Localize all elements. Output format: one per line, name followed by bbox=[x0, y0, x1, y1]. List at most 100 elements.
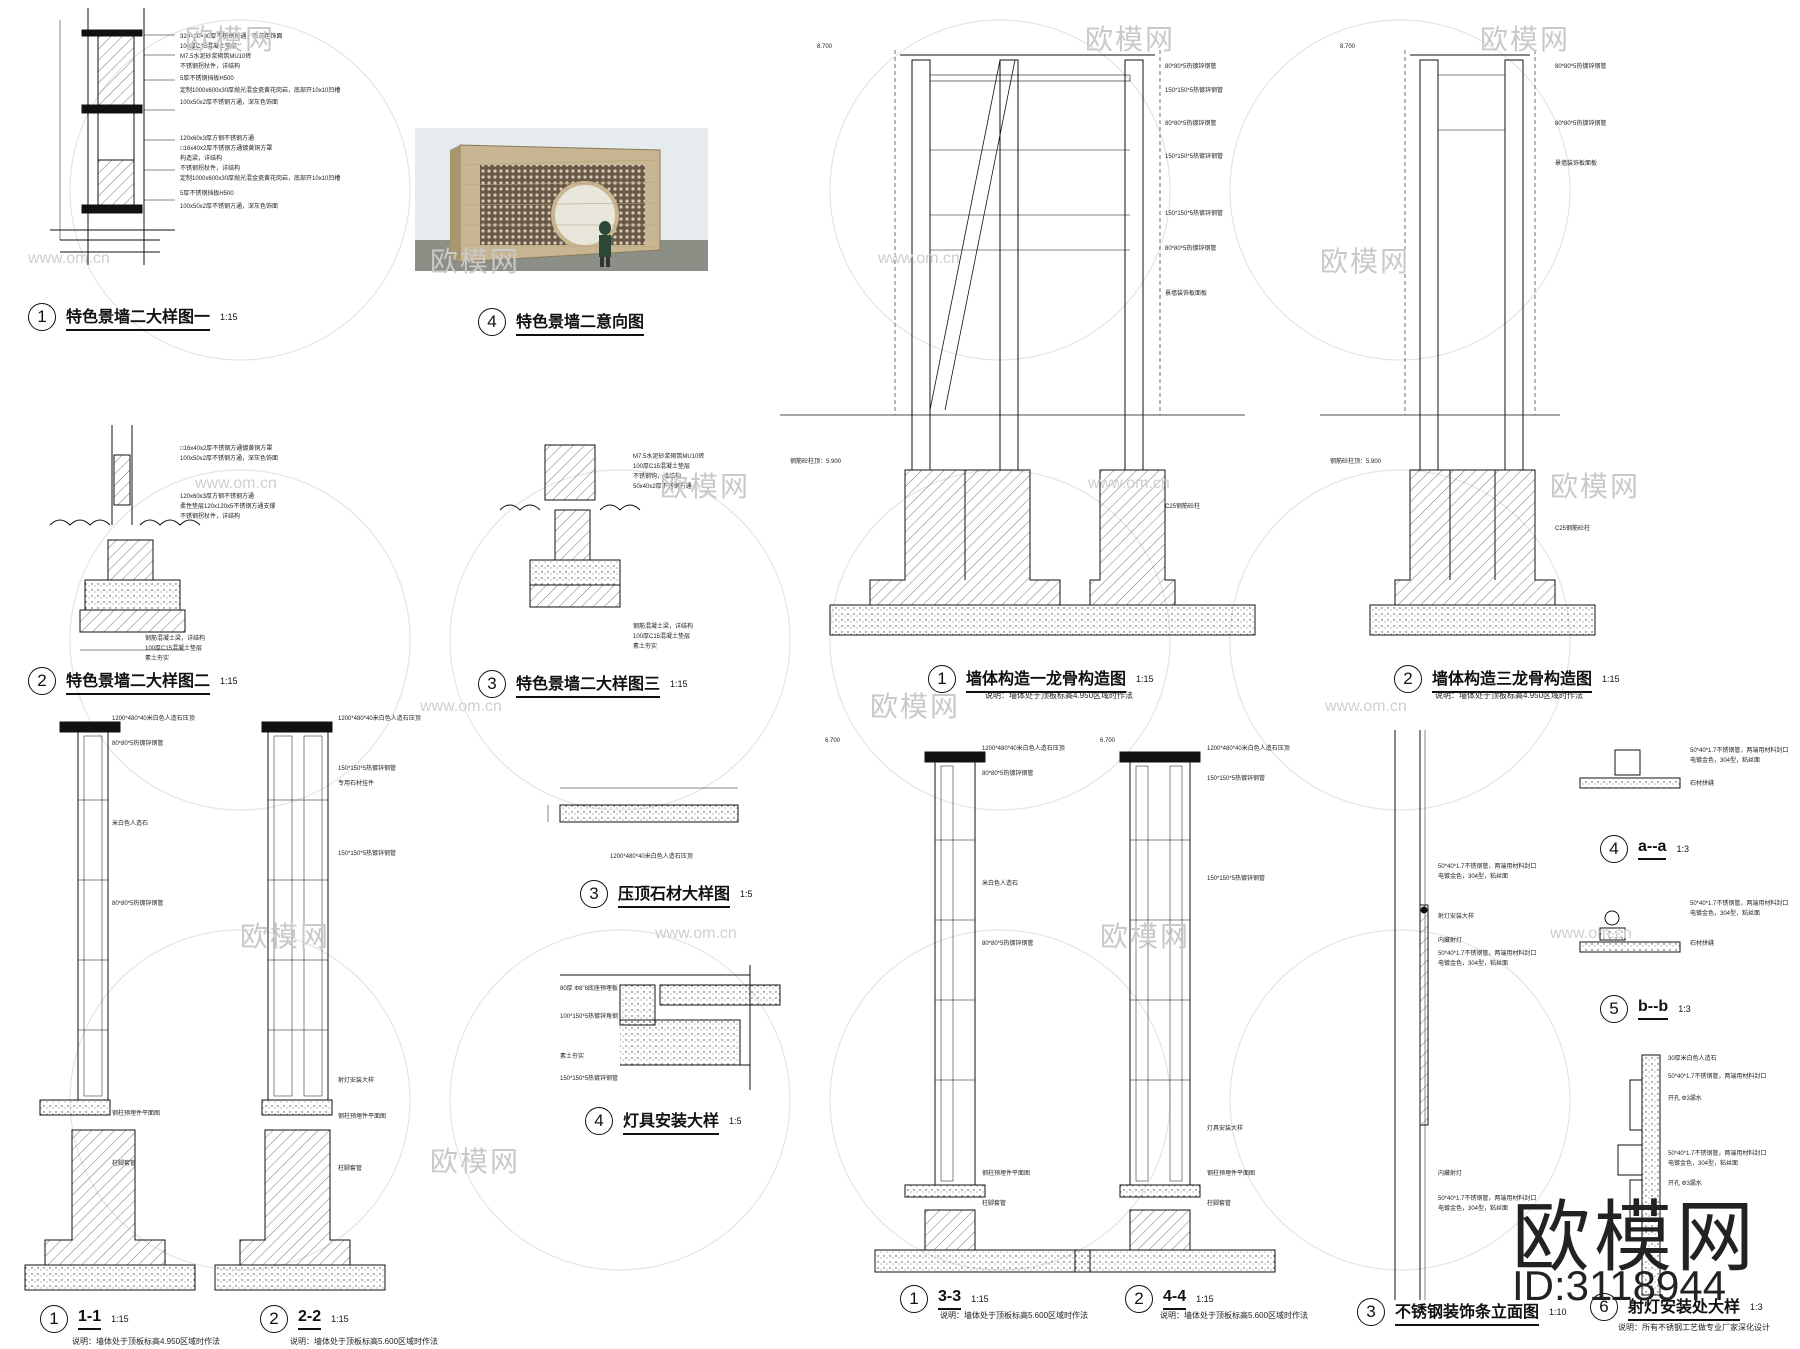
svg-text:钢筋混凝土梁，详结构: 钢筋混凝土梁，详结构 bbox=[145, 634, 205, 642]
section-3-4-notes: 1200*480*40米白色人造石压顶 80*80*5热镀锌钢管 米白色人造石 … bbox=[825, 738, 1290, 1207]
wall-frame-elevation-3 bbox=[1320, 50, 1596, 636]
svg-text:100厚C15混凝土垫层: 100厚C15混凝土垫层 bbox=[145, 644, 202, 652]
annotation: 80*80*5热镀锌钢管 bbox=[982, 939, 1033, 947]
annotation: 电镀金色，304型，粘丝面 bbox=[1438, 959, 1508, 967]
annotation: 30厚米白色人造石 bbox=[1668, 1054, 1717, 1062]
svg-text:不锈钢拐杖件，详结构: 不锈钢拐杖件，详结构 bbox=[180, 512, 240, 520]
annotation: 石材拼缝 bbox=[1690, 939, 1714, 947]
annotation: 50*40*1.7不锈钢管，两端用材料封口 bbox=[1690, 746, 1788, 754]
annotation: 50*40*1.7不锈钢管，两端用材料封口 bbox=[1438, 949, 1536, 957]
drawing-note: 说明：所有不锈钢工艺做专业厂家深化设计 bbox=[1618, 1323, 1770, 1332]
svg-text:5厚不锈钢挡板H500: 5厚不锈钢挡板H500 bbox=[180, 189, 234, 197]
annotation: 80*80*5热镀锌钢管 bbox=[1165, 244, 1216, 252]
section-2-2 bbox=[214, 721, 386, 1291]
annotation: 景墙装饰板面板 bbox=[1165, 289, 1207, 297]
annotation: 专用石材挂件 bbox=[338, 779, 374, 787]
light-notes: 80厚 Φ8"8底座预埋板 100*150*5热镀锌角钢 素土夯实 150*15… bbox=[560, 984, 618, 1082]
section-a-a bbox=[1579, 749, 1681, 789]
svg-text:100*150*5热镀锌角钢: 100*150*5热镀锌角钢 bbox=[560, 1012, 618, 1020]
annotation: 钢筋砼柱顶：5.900 bbox=[1330, 457, 1382, 465]
annotation: 电镀金色，304型，粘丝面 bbox=[1438, 872, 1508, 880]
detail-drawing-2 bbox=[49, 425, 201, 651]
annotation: 景墙装饰板面板 bbox=[1555, 159, 1597, 167]
drawing-note: 说明：墙体处于顶板标高5.600区域时作法 bbox=[1160, 1311, 1309, 1320]
annotation: 80*80*5热镀锌钢管 bbox=[1555, 119, 1606, 127]
drawing-note: 说明：墙体处于顶板标高5.600区域时作法 bbox=[290, 1337, 439, 1346]
wall-frame-elevation-1 bbox=[780, 50, 1256, 636]
watermark: 欧模网 bbox=[1320, 246, 1411, 277]
annotation: 电镀金色，304型，粘丝面 bbox=[1690, 756, 1760, 764]
svg-text:100厚C15混凝土垫层: 100厚C15混凝土垫层 bbox=[180, 42, 237, 50]
section-3-3 bbox=[874, 751, 1091, 1273]
svg-text:M7.5水泥砂浆砌筑MU10砖: M7.5水泥砂浆砌筑MU10砖 bbox=[633, 452, 704, 460]
svg-text:定制1000x600x30厚抛光混金瓷黄花岗岩，底部开10x: 定制1000x600x30厚抛光混金瓷黄花岗岩，底部开10x10凹槽 bbox=[180, 86, 340, 94]
detail-drawing-1 bbox=[50, 8, 175, 265]
svg-text:素土夯实: 素土夯实 bbox=[145, 654, 169, 662]
svg-text:素土夯实: 素土夯实 bbox=[633, 642, 657, 650]
elevation-mark: 6.700 bbox=[1100, 738, 1116, 744]
annotation: 80*80*5热镀锌钢管 bbox=[112, 739, 163, 747]
section-4-4 bbox=[1074, 751, 1276, 1273]
detail-drawing-3 bbox=[499, 444, 641, 608]
watermark-url: www.om.cn bbox=[1550, 925, 1632, 942]
annotation: 钢柱预埋件平面图 bbox=[338, 1112, 386, 1120]
annotation: 150*150*5热镀锌钢管 bbox=[1165, 86, 1223, 94]
wall-1-notes: 80*80*5热镀锌钢管 150*150*5热镀锌钢管 80*80*5热镀锌钢管… bbox=[790, 44, 1223, 510]
drawing-note: 说明：墙体处于顶板标高4.950区域时作法 bbox=[1435, 691, 1584, 700]
annotation: 柱脚套管 bbox=[112, 1159, 136, 1167]
svg-text:不锈钢拐杖件，详结构: 不锈钢拐杖件，详结构 bbox=[180, 164, 240, 172]
coping-stone-detail bbox=[547, 787, 739, 823]
svg-text:定制1000x600x30厚抛光混金瓷黄花岗岩，底部开10x: 定制1000x600x30厚抛光混金瓷黄花岗岩，底部开10x10凹槽 bbox=[180, 174, 340, 182]
brand-watermark: 欧模网 bbox=[1512, 1193, 1759, 1281]
drawing-note: 说明：墙体处于顶板标高4.950区域时作法 bbox=[985, 691, 1134, 700]
steel-strip-elevation bbox=[1394, 730, 1429, 1300]
svg-text:钢筋混凝土梁，详结构: 钢筋混凝土梁，详结构 bbox=[633, 622, 693, 630]
annotation: C25钢筋砼柱 bbox=[1555, 524, 1590, 532]
wall-3-notes: 80*80*5热镀锌钢管 80*80*5热镀锌钢管 景墙装饰板面板 C25钢筋砼… bbox=[1330, 44, 1606, 532]
annotation: 50*40*1.7不锈钢管，两端用材料封口 bbox=[1668, 1072, 1766, 1080]
annotation: 钢柱预埋件平面图 bbox=[982, 1169, 1030, 1177]
annotation: 80*80*5热镀锌钢管 bbox=[1555, 62, 1606, 70]
watermark: 欧模网 bbox=[1085, 24, 1176, 55]
detail-1-notes: 320×20×40厚不锈钢扁通，深灰色饰面 100厚C15混凝土垫层 M7.5水… bbox=[180, 32, 340, 210]
annotation: 开孔 Φ3漏水 bbox=[1668, 1094, 1702, 1102]
annotation: 射灯安装大样 bbox=[338, 1076, 374, 1084]
annotation: 钢筋砼柱顶：5.900 bbox=[790, 457, 842, 465]
annotation: 米白色人造石 bbox=[112, 819, 148, 827]
annotation: 50*40*1.7不锈钢管，两端用材料封口 bbox=[1438, 862, 1536, 870]
watermark: 欧模网 bbox=[1100, 921, 1191, 952]
watermark: 欧模网 bbox=[185, 24, 276, 55]
detail-3-notes: M7.5水泥砂浆砌筑MU10砖 100厚C15混凝土垫层 不锈钢钩，浅结构 50… bbox=[633, 452, 704, 650]
annotation: C25钢筋砼柱 bbox=[1165, 502, 1200, 510]
svg-text:100x50x2厚不锈钢方通，深灰色饰面: 100x50x2厚不锈钢方通，深灰色饰面 bbox=[180, 98, 278, 106]
elevation-mark: 8.700 bbox=[1340, 44, 1356, 50]
annotation: 80*80*5热镀锌钢管 bbox=[1165, 119, 1216, 127]
watermark-url: www.om.cn bbox=[420, 698, 502, 715]
annotation: 米白色人造石 bbox=[982, 879, 1018, 887]
annotation: 80*80*5热镀锌钢管 bbox=[982, 769, 1033, 777]
watermark-url: www.om.cn bbox=[28, 250, 110, 267]
annotation: 150*150*5热镀锌钢管 bbox=[338, 849, 396, 857]
annotation: 150*150*5热镀锌钢管 bbox=[1207, 874, 1265, 882]
annotation: 柱脚套管 bbox=[338, 1164, 362, 1172]
svg-text:□16x40x2厚不锈钢方通镀黄铜方罩: □16x40x2厚不锈钢方通镀黄铜方罩 bbox=[180, 144, 272, 152]
light-install-section-6 bbox=[1617, 1054, 1661, 1296]
light-install-detail bbox=[560, 965, 781, 1090]
annotation: 150*150*5热镀锌钢管 bbox=[1165, 209, 1223, 217]
svg-text:120x60x3厚方钢不锈钢方通: 120x60x3厚方钢不锈钢方通 bbox=[180, 492, 254, 500]
annotation: 开孔 Φ3漏水 bbox=[1668, 1179, 1702, 1187]
elevation-mark: 8.700 bbox=[817, 44, 833, 50]
watermark-url: www.om.cn bbox=[878, 250, 960, 267]
svg-text:不锈钢拐杖件，详结构: 不锈钢拐杖件，详结构 bbox=[180, 62, 240, 70]
svg-text:5厚不锈钢挡板H500: 5厚不锈钢挡板H500 bbox=[180, 74, 234, 82]
